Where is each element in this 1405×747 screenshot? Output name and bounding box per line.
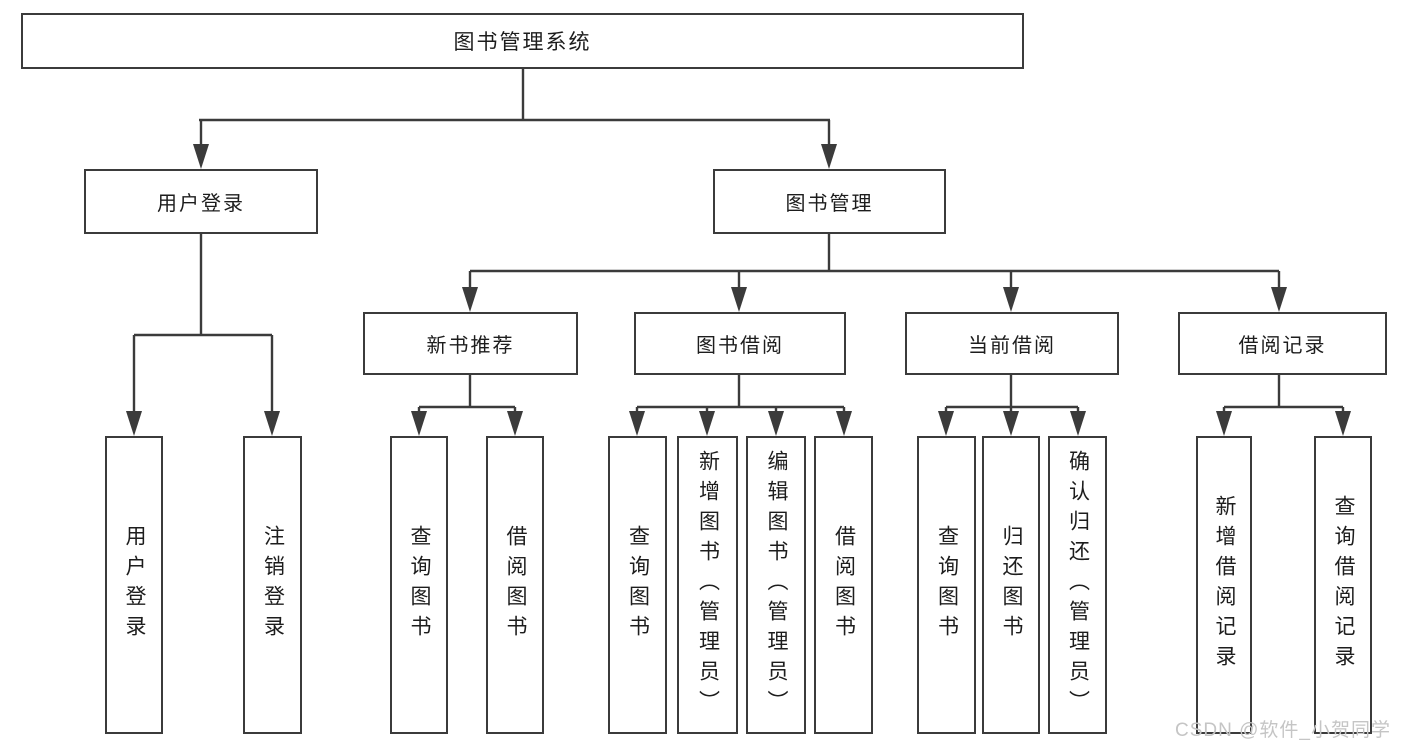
node-borrow-records: 借阅记录 — [1178, 312, 1387, 375]
connector-book-mgmt-to-level3 — [462, 232, 1287, 312]
node-label: 图书管理系统 — [453, 31, 592, 54]
leaf-return-book: 归还图书 — [982, 436, 1040, 734]
connector-borrow-records-children — [1216, 373, 1351, 436]
arrowhead — [126, 411, 142, 436]
leaf-add-book-admin: 新增图书（管理员） — [677, 436, 738, 734]
arrowhead — [699, 411, 715, 436]
watermark: CSDN @软件_小贺同学 — [1175, 720, 1391, 741]
arrowhead — [1216, 411, 1232, 436]
node-label: 用户登录 — [157, 193, 245, 215]
node-label: 查询借阅记录 — [1332, 495, 1355, 675]
node-label: 编辑图书（管理员） — [765, 450, 788, 720]
leaf-query-borrow-record: 查询借阅记录 — [1314, 436, 1372, 734]
leaf-confirm-return-admin: 确认归还（管理员） — [1048, 436, 1107, 734]
arrowhead — [1070, 411, 1086, 436]
node-new-book-recommend: 新书推荐 — [363, 312, 578, 375]
connector-book-borrow-children — [629, 373, 852, 436]
node-label: 查询图书 — [626, 525, 650, 645]
connector-user-login-children — [126, 232, 280, 436]
node-book-borrow: 图书借阅 — [634, 312, 846, 375]
leaf-user-login: 用户登录 — [105, 436, 163, 734]
node-label: 图书管理 — [785, 193, 874, 215]
node-label: 借阅图书 — [504, 525, 527, 645]
node-current-borrow: 当前借阅 — [905, 312, 1119, 375]
arrowhead — [821, 144, 837, 169]
leaf-borrow-books: 借阅图书 — [814, 436, 873, 734]
node-label: 查询图书 — [935, 525, 959, 645]
arrowhead — [1003, 411, 1019, 436]
leaf-logout: 注销登录 — [243, 436, 302, 734]
node-book-management: 图书管理 — [713, 169, 946, 234]
arrowhead — [1335, 411, 1351, 436]
node-user-login: 用户登录 — [84, 169, 318, 234]
arrowhead — [193, 144, 209, 169]
connector-current-borrow-children — [938, 373, 1086, 436]
arrowhead — [411, 411, 427, 436]
arrowhead — [1271, 287, 1287, 312]
arrowhead — [938, 411, 954, 436]
node-label: 图书借阅 — [696, 335, 784, 357]
node-label: 注销登录 — [261, 525, 285, 645]
leaf-query-books-borrow: 查询图书 — [608, 436, 667, 734]
node-system-root: 图书管理系统 — [21, 13, 1024, 69]
arrowhead — [768, 411, 784, 436]
arrowhead — [629, 411, 645, 436]
leaf-add-borrow-record: 新增借阅记录 — [1196, 436, 1252, 734]
arrowhead — [507, 411, 523, 436]
node-label: 用户登录 — [123, 525, 146, 645]
leaf-query-books-current: 查询图书 — [917, 436, 976, 734]
node-label: 借阅记录 — [1238, 335, 1327, 357]
node-label: 借阅图书 — [832, 525, 856, 645]
arrowhead — [836, 411, 852, 436]
connector-root-to-level2 — [193, 67, 837, 169]
arrowhead — [264, 411, 280, 436]
node-label: 新书推荐 — [426, 335, 515, 357]
node-label: 归还图书 — [1000, 525, 1023, 645]
arrowhead — [462, 287, 478, 312]
node-label: 当前借阅 — [968, 335, 1056, 357]
connector-new-book-children — [411, 373, 523, 436]
node-label: 查询图书 — [408, 525, 431, 645]
arrowhead — [731, 287, 747, 312]
node-label: 确认归还（管理员） — [1066, 450, 1090, 720]
arrowhead — [1003, 287, 1019, 312]
leaf-query-books-recommend: 查询图书 — [390, 436, 448, 734]
leaf-borrow-books-recommend: 借阅图书 — [486, 436, 544, 734]
leaf-edit-book-admin: 编辑图书（管理员） — [746, 436, 806, 734]
node-label: 新增图书（管理员） — [696, 450, 720, 720]
node-label: 新增借阅记录 — [1213, 495, 1236, 675]
